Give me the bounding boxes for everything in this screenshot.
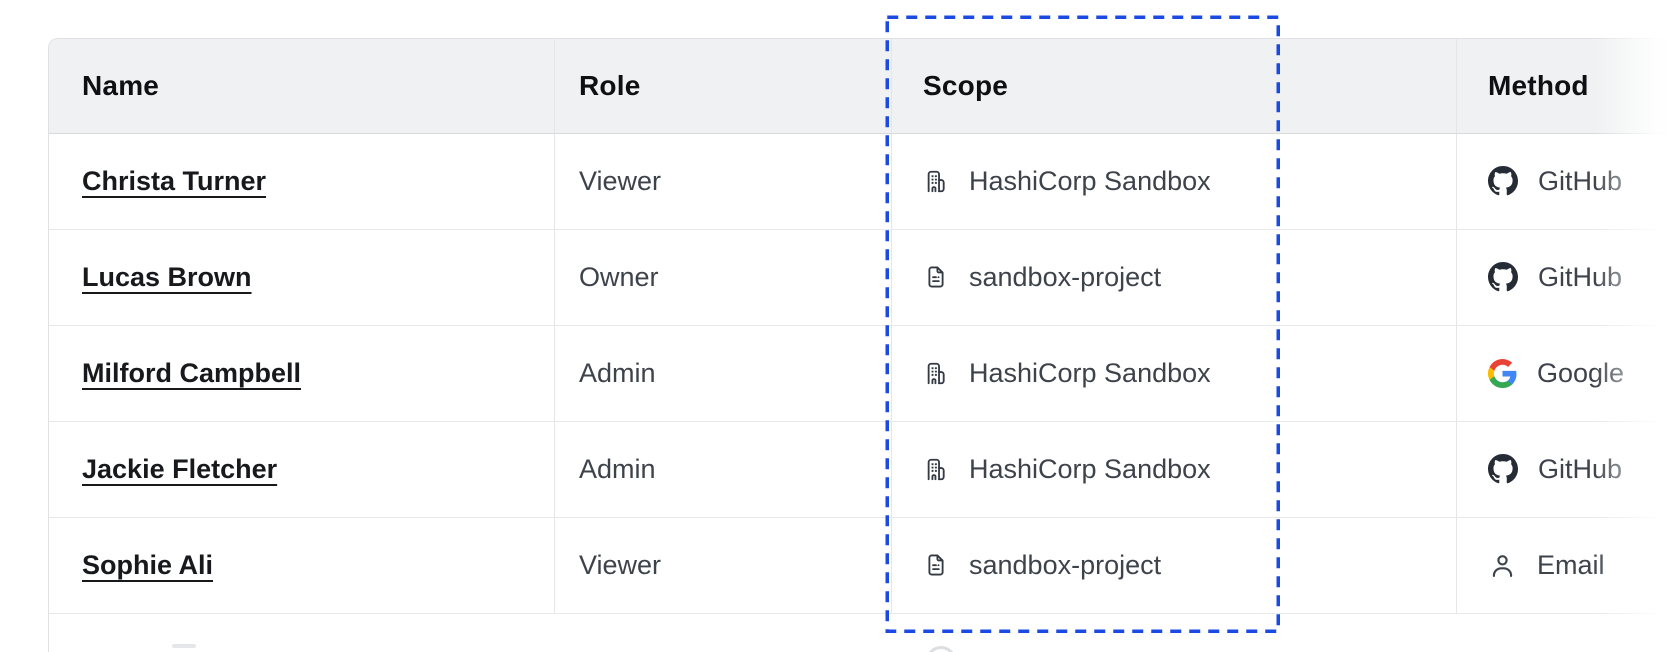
table-row-partial bbox=[49, 613, 1672, 652]
role-value: Admin bbox=[579, 453, 656, 484]
role-value: Owner bbox=[579, 261, 659, 292]
scope-value: sandbox-project bbox=[969, 261, 1162, 292]
method-value: GitHub bbox=[1538, 165, 1623, 196]
org-building-icon bbox=[923, 453, 949, 486]
method-value: GitHub bbox=[1538, 453, 1623, 484]
org-building-icon bbox=[923, 165, 949, 198]
member-name-link[interactable]: Sophie Ali bbox=[82, 549, 214, 580]
role-value: Viewer bbox=[579, 549, 662, 580]
column-header-label: Role bbox=[579, 69, 641, 101]
member-name-link[interactable]: Jackie Fletcher bbox=[82, 453, 278, 484]
scope-value: HashiCorp Sandbox bbox=[969, 357, 1211, 388]
method-value: GitHub bbox=[1538, 261, 1623, 292]
column-header-role: Role bbox=[554, 39, 891, 133]
column-header-scope: Scope bbox=[891, 39, 1456, 133]
partial-scope-icon bbox=[926, 645, 956, 652]
column-header-label: Scope bbox=[923, 69, 1009, 101]
person-icon bbox=[1488, 551, 1517, 580]
partial-name-hint bbox=[172, 643, 196, 648]
google-icon bbox=[1488, 358, 1517, 388]
member-name-link[interactable]: Milford Campbell bbox=[82, 357, 302, 388]
github-icon bbox=[1488, 454, 1518, 484]
table-row: Lucas Brown Owner sandbox-project GitHub bbox=[49, 229, 1672, 326]
column-header-label: Name bbox=[82, 69, 160, 101]
scope-value: HashiCorp Sandbox bbox=[969, 165, 1211, 196]
github-icon bbox=[1488, 166, 1518, 196]
table-row: Milford Campbell Admin HashiCorp Sandbox… bbox=[49, 325, 1672, 422]
scope-value: sandbox-project bbox=[969, 549, 1162, 580]
members-table: Name Role Scope Method Christa Turner Vi… bbox=[48, 38, 1672, 652]
column-header-name: Name bbox=[49, 39, 554, 133]
file-text-icon bbox=[923, 261, 949, 293]
role-value: Viewer bbox=[579, 165, 662, 196]
method-value: Google bbox=[1537, 357, 1625, 388]
role-value: Admin bbox=[579, 357, 656, 388]
table-row: Christa Turner Viewer HashiCorp Sandbox … bbox=[49, 133, 1672, 230]
table-row: Sophie Ali Viewer sandbox-project Email bbox=[49, 517, 1672, 614]
github-icon bbox=[1488, 262, 1518, 292]
table-header-row: Name Role Scope Method bbox=[49, 39, 1672, 134]
member-name-link[interactable]: Lucas Brown bbox=[82, 261, 252, 292]
method-value: Email bbox=[1537, 549, 1605, 580]
table-row: Jackie Fletcher Admin HashiCorp Sandbox … bbox=[49, 421, 1672, 518]
column-header-method: Method bbox=[1456, 39, 1672, 133]
member-name-link[interactable]: Christa Turner bbox=[82, 165, 267, 196]
column-header-label: Method bbox=[1488, 69, 1589, 101]
file-text-icon bbox=[923, 549, 949, 581]
scope-value: HashiCorp Sandbox bbox=[969, 453, 1211, 484]
org-building-icon bbox=[923, 357, 949, 390]
